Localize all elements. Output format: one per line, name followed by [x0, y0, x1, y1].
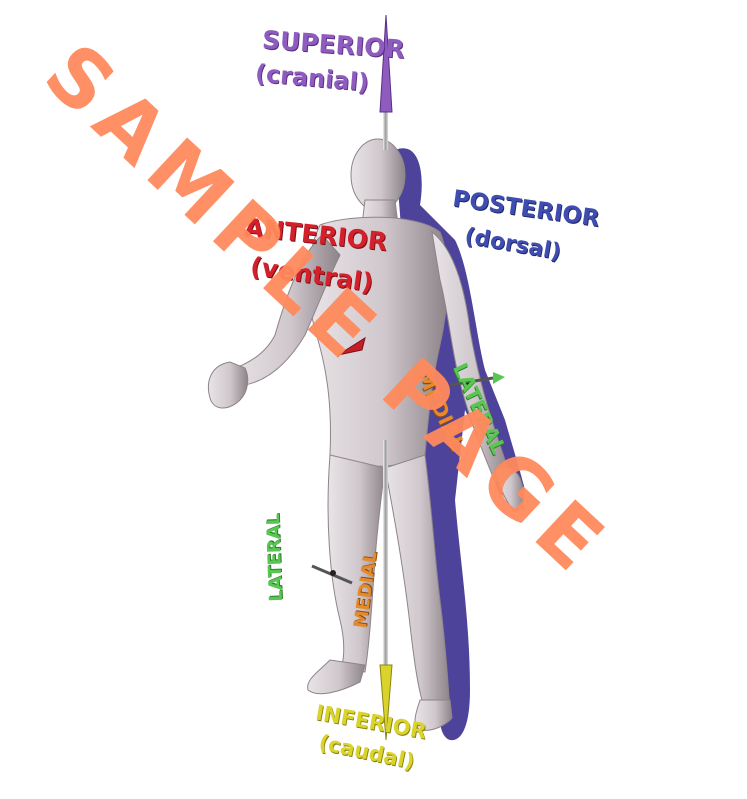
- foot-left: [308, 660, 365, 694]
- label-lateral-leg: LATERAL: [265, 514, 286, 602]
- hand-left: [208, 362, 247, 408]
- superior-arrowhead: [380, 15, 392, 112]
